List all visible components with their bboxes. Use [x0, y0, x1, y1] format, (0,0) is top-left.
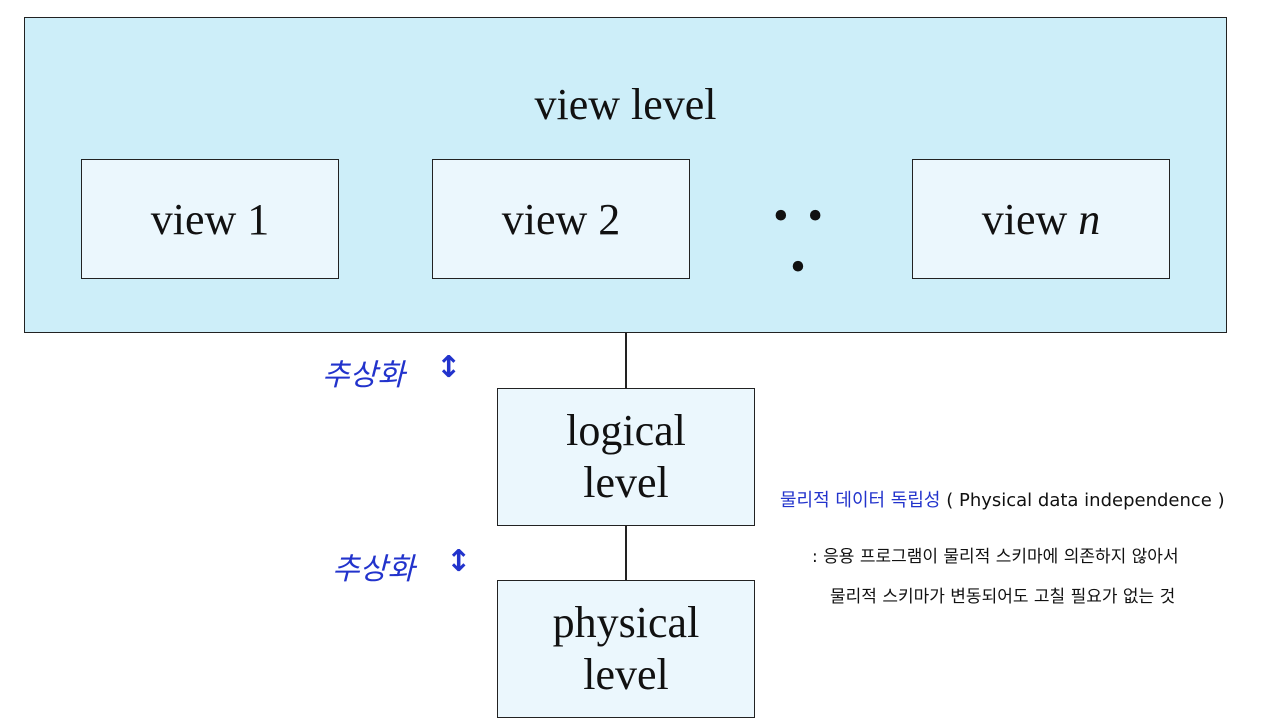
view-n-label: view n [982, 194, 1101, 245]
logical-level-line1: logical [566, 406, 686, 455]
ellipsis: • • • [773, 191, 827, 291]
logical-level-line2: level [583, 458, 669, 507]
view-1-label: view 1 [150, 194, 270, 244]
updown-arrow-icon: ↕ [436, 350, 462, 385]
view-n-word: view [981, 194, 1068, 244]
updown-arrow-icon: ↕ [446, 544, 472, 579]
physical-level-box: physical level [497, 580, 755, 718]
independence-desc-line1: : 응용 프로그램이 물리적 스키마에 의존하지 않아서 [812, 547, 1179, 567]
abstraction-label-upper: 추상화 [322, 358, 405, 393]
view-1-box: view 1 [81, 159, 339, 279]
physical-level-line2: level [583, 650, 669, 699]
physical-level-line1: physical [552, 598, 700, 647]
connector-logical-physical [625, 526, 627, 580]
independence-desc-line2: 물리적 스키마가 변동되어도 고칠 필요가 없는 것 [830, 587, 1176, 607]
abstraction-label-lower: 추상화 [332, 552, 415, 587]
view-level-title: view level [534, 80, 717, 129]
view-n-variable: n [1078, 194, 1101, 244]
logical-level-box: logical level [497, 388, 755, 526]
independence-title-ko: 물리적 데이터 독립성 [780, 490, 941, 511]
independence-title: 물리적 데이터 독립성 ( Physical data independence… [780, 486, 1225, 512]
connector-view-logical [625, 333, 627, 389]
independence-title-en: ( Physical data independence ) [946, 490, 1225, 511]
view-2-box: view 2 [432, 159, 690, 279]
view-n-box: view n [912, 159, 1170, 279]
view-2-label: view 2 [501, 194, 621, 244]
